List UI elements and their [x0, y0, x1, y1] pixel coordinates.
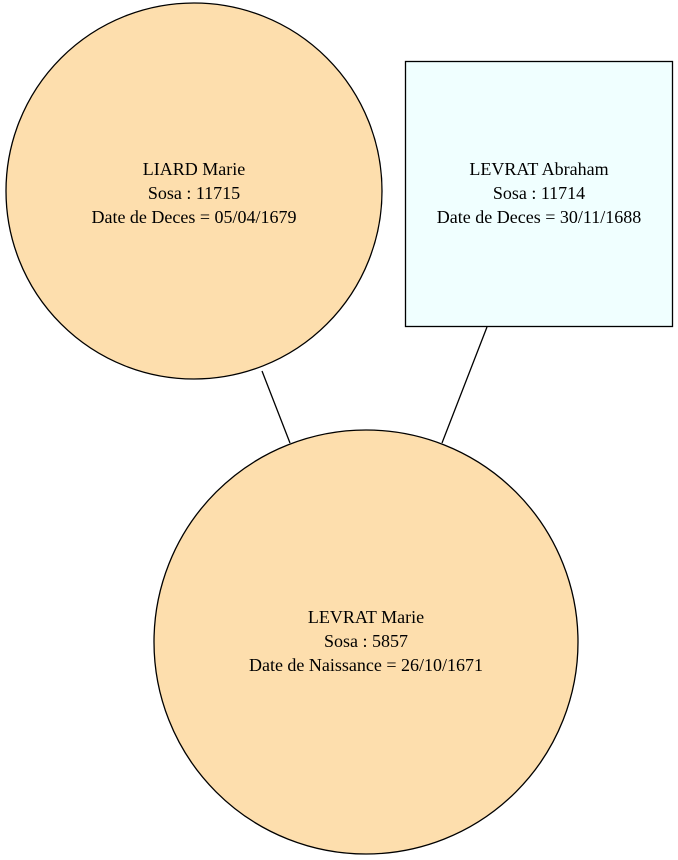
node-mother-name: LIARD Marie [143, 159, 245, 179]
node-mother-event: Date de Deces = 05/04/1679 [91, 207, 296, 227]
node-child-sosa: Sosa : 5857 [324, 631, 408, 651]
edge-mother-child [261, 370, 291, 444]
node-father-event: Date de Deces = 30/11/1688 [437, 207, 641, 227]
edge-father-child [441, 326, 488, 444]
node-father-sosa: Sosa : 11714 [493, 183, 585, 203]
node-child[interactable]: LEVRAT Marie Sosa : 5857 Date de Naissan… [153, 429, 579, 855]
node-father-name: LEVRAT Abraham [469, 159, 608, 179]
node-father-shape [404, 60, 674, 328]
node-child-shape [153, 429, 579, 855]
node-father[interactable]: LEVRAT Abraham Sosa : 11714 Date de Dece… [404, 60, 674, 328]
node-mother-shape [5, 2, 383, 380]
node-mother-sosa: Sosa : 11715 [148, 183, 240, 203]
node-child-event: Date de Naissance = 26/10/1671 [249, 655, 483, 675]
node-mother[interactable]: LIARD Marie Sosa : 11715 Date de Deces =… [5, 2, 383, 380]
node-child-name: LEVRAT Marie [308, 607, 424, 627]
